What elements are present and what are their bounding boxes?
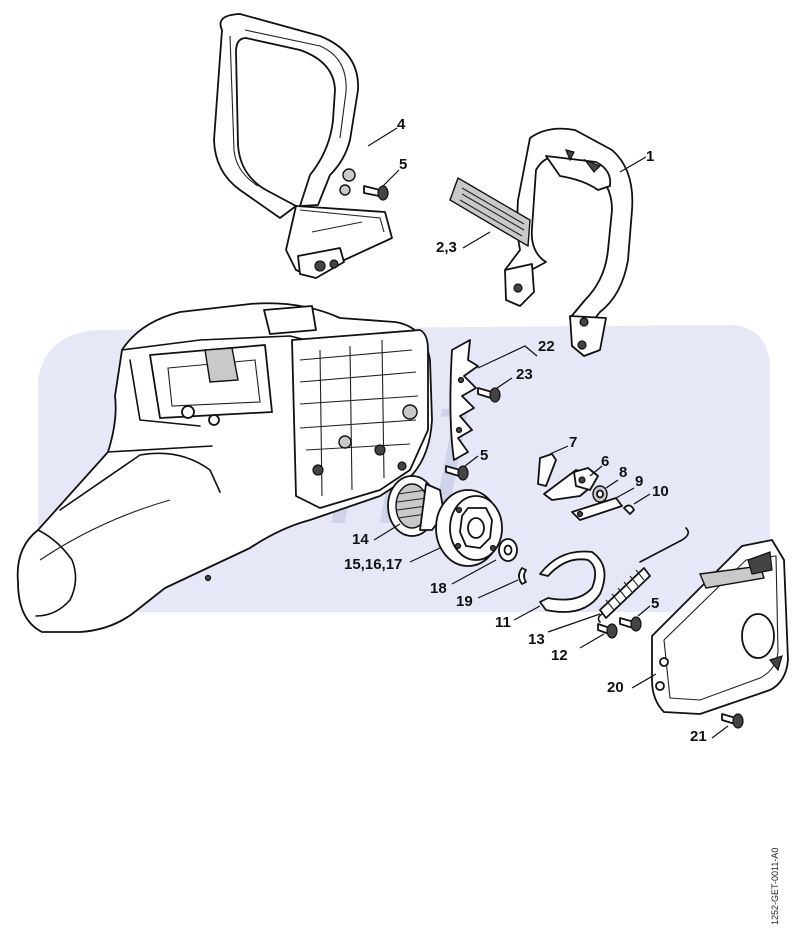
leader-20 [631, 673, 657, 689]
bushing-part [592, 485, 608, 503]
callout-11: 11 [495, 614, 511, 631]
brake-band-part [539, 550, 606, 613]
document-id: 1252-GET-0011-A0 [770, 847, 780, 925]
screw-part [363, 185, 389, 201]
callout-9: 9 [635, 473, 644, 490]
leader-18 [451, 559, 497, 585]
leader-12 [579, 633, 605, 649]
screw-part [597, 623, 618, 639]
callout-15-16-17: 15,16,17 [344, 556, 403, 573]
leader-19 [477, 579, 519, 599]
callout-21: 21 [690, 728, 707, 745]
leader-1 [619, 156, 647, 173]
leader-11 [513, 605, 541, 621]
leader-21 [711, 725, 729, 739]
callout-2-3: 2,3 [436, 239, 457, 256]
leader-22 [477, 345, 538, 369]
callout-20: 20 [607, 679, 624, 696]
leader-15-16-17 [409, 547, 441, 563]
leader-14 [373, 523, 401, 541]
leader-6 [589, 465, 603, 477]
bumper-spike-part [449, 339, 479, 461]
leader-7 [549, 445, 569, 455]
callout-8: 8 [619, 464, 628, 481]
rear-handle-part [213, 13, 393, 279]
screw-part [477, 387, 501, 403]
leader-5c [637, 605, 651, 617]
leader-8 [605, 479, 619, 489]
callout-22: 22 [538, 338, 555, 355]
leader-23 [496, 377, 513, 389]
handle-plate-part [449, 176, 531, 248]
leader-13 [547, 613, 601, 633]
brake-spring-part [597, 527, 690, 623]
sprocket-cover-part [651, 539, 789, 715]
callout-5-middle: 5 [480, 447, 489, 464]
leader-2-3 [462, 231, 491, 249]
callout-14: 14 [352, 531, 369, 548]
callout-4: 4 [397, 116, 406, 133]
leader-4 [367, 127, 398, 147]
callout-19: 19 [456, 593, 473, 610]
screw-part [445, 465, 469, 481]
leader-5b [464, 455, 479, 467]
leader-9 [615, 487, 635, 499]
screw-part [619, 616, 642, 632]
screw-part [721, 713, 744, 729]
callout-18: 18 [430, 580, 447, 597]
clutch-drum-part [435, 489, 503, 567]
link-plate-part [571, 497, 623, 521]
leader-10 [633, 493, 651, 505]
callout-23: 23 [516, 366, 533, 383]
callout-12: 12 [551, 647, 568, 664]
rod-part [537, 453, 557, 487]
callout-10: 10 [652, 483, 669, 500]
callout-6: 6 [601, 453, 610, 470]
brake-lever-part [543, 467, 599, 501]
callout-5-lower: 5 [651, 595, 660, 612]
callout-7: 7 [569, 434, 578, 451]
callout-13: 13 [528, 631, 545, 648]
engine-housing-part [16, 302, 433, 633]
callout-5-top: 5 [399, 156, 408, 173]
clip-part [623, 504, 635, 515]
clutch-part [387, 475, 445, 537]
leader-5a [382, 169, 400, 187]
callout-1: 1 [646, 148, 655, 165]
e-clip-part [518, 567, 527, 585]
washer-part [498, 538, 518, 562]
